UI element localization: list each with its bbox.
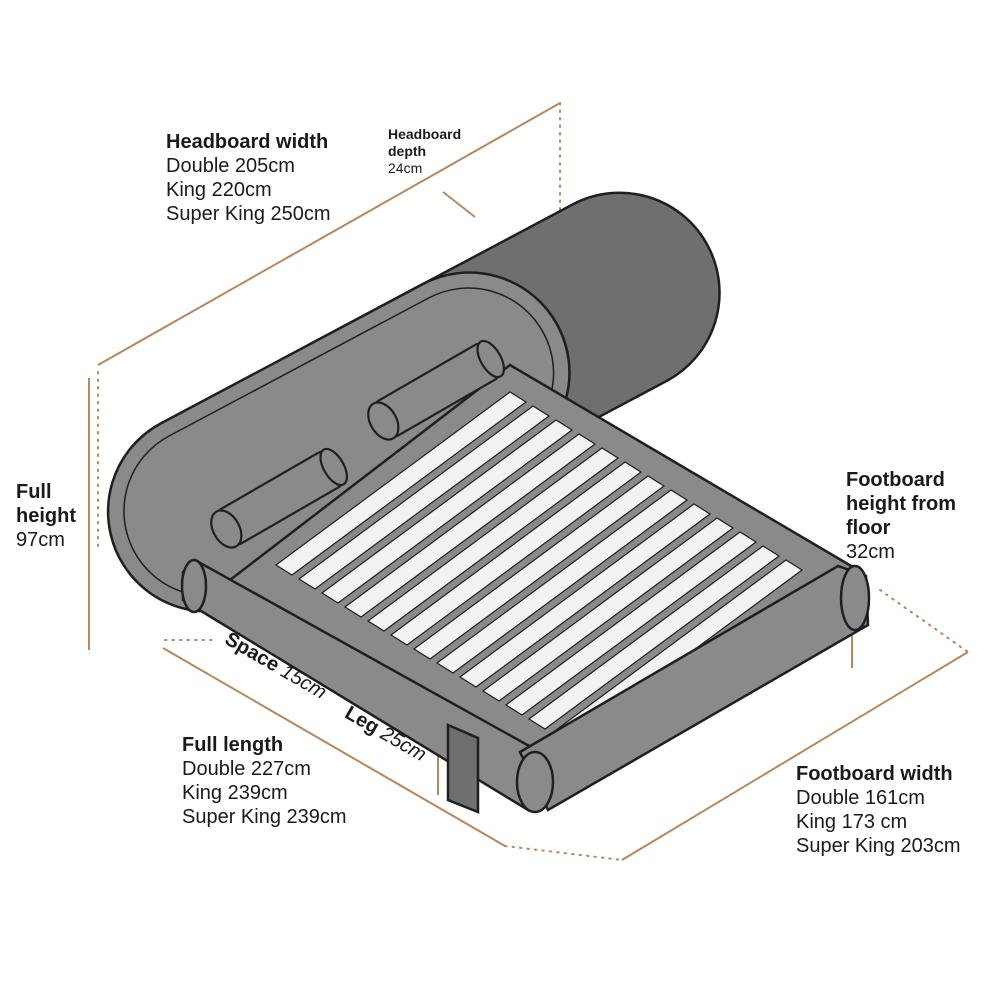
- full-height-title-2: height: [16, 505, 76, 527]
- headboard-depth-value: 24cm: [388, 159, 423, 176]
- bolster-cushions: [210, 339, 506, 549]
- full-length-title: Full length: [182, 734, 284, 756]
- footboard-corner: [839, 564, 871, 632]
- headboard-width-super-king: Super King 250cm: [166, 203, 331, 225]
- headboard-width-title: Headboard width: [166, 131, 329, 153]
- footboard-guide: [879, 589, 969, 653]
- headboard-width-king: King 220cm: [166, 179, 272, 201]
- slats: [274, 391, 804, 744]
- full-height-title-1: Full: [16, 481, 52, 503]
- floor-guide: [504, 845, 623, 861]
- footboard-end: [515, 750, 555, 814]
- headboard-width-double: Double 205cm: [166, 155, 295, 177]
- footboard-height-value: 32cm: [846, 541, 895, 563]
- slat-base: [227, 363, 861, 772]
- footboard-width-title: Footboard width: [796, 763, 953, 785]
- headboard-depth-label: Headboard depth 24cm: [388, 126, 461, 176]
- footboard-width-king: King 173 cm: [796, 811, 908, 833]
- bolster-left: [210, 447, 349, 549]
- leg: [446, 723, 480, 814]
- full-length-line: [162, 647, 506, 847]
- footboard-width-line: [621, 651, 969, 861]
- headboard-depth-title-2: depth: [388, 142, 427, 159]
- full-height-value: 97cm: [16, 529, 65, 551]
- bolster-right: [367, 339, 506, 441]
- footboard-width-label: Footboard width Double 161cm King 173 cm…: [796, 762, 961, 858]
- headboard-width-label: Headboard width Double 205cm King 220cm …: [166, 130, 331, 226]
- footboard-width-super-king: Super King 203cm: [796, 835, 961, 857]
- footboard-height-title-2: height from: [846, 493, 956, 515]
- footboard-height-label: Footboard height from floor 32cm: [846, 468, 956, 564]
- full-height-label: Full height 97cm: [16, 480, 76, 552]
- full-length-label: Full length Double 227cm King 239cm Supe…: [182, 733, 347, 829]
- left-rail-end: [180, 558, 208, 614]
- footboard-height-title-3: floor: [846, 517, 891, 539]
- footboard-height-title-1: Footboard: [846, 469, 945, 491]
- full-length-double: Double 227cm: [182, 758, 311, 780]
- headboard-depth-line: [442, 191, 476, 218]
- footboard-width-double: Double 161cm: [796, 787, 925, 809]
- headboard-width-line: [97, 102, 561, 366]
- full-length-king: King 239cm: [182, 782, 288, 804]
- headboard-depth-title-1: Headboard: [388, 126, 462, 142]
- full-length-super-king: Super King 239cm: [182, 806, 347, 828]
